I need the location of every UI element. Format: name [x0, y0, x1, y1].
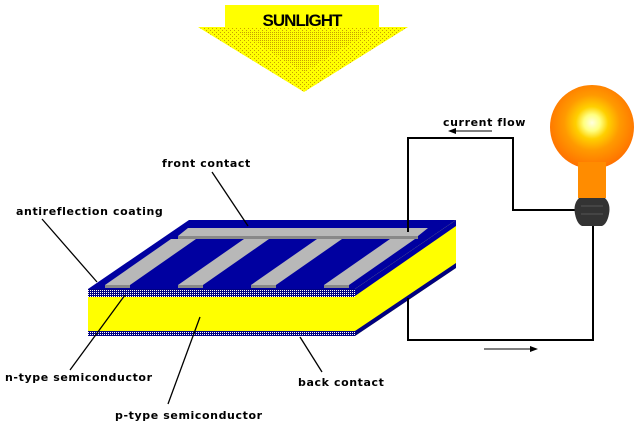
front-contact-grid [105, 228, 428, 288]
circuit-wire [407, 137, 594, 341]
current-flow-label: current flow [443, 116, 526, 129]
n-type-label: n-type semiconductor [5, 371, 153, 384]
arrow-right-icon [484, 346, 538, 352]
front-contact-leader [211, 171, 249, 227]
back-contact-layer [88, 331, 355, 336]
cell-side-face [355, 220, 456, 336]
back-contact-label: back contact [298, 376, 385, 389]
antireflection-coating-label: antireflection coating [16, 205, 163, 218]
sunlight-arrow: SUNLIGHT [198, 5, 408, 92]
light-bulb-icon [550, 85, 634, 226]
arrow-left-icon [448, 128, 492, 134]
back-contact-leader [299, 336, 323, 373]
sunlight-label: SUNLIGHT [263, 11, 344, 30]
antireflection-leader [41, 218, 98, 283]
n-type-leader [69, 294, 126, 371]
p-type-layer [88, 297, 355, 331]
p-type-label: p-type semiconductor [115, 409, 263, 422]
front-contact-label: front contact [162, 157, 251, 170]
n-type-layer [88, 289, 355, 297]
solar-cell [88, 220, 456, 336]
p-type-leader [167, 316, 201, 405]
